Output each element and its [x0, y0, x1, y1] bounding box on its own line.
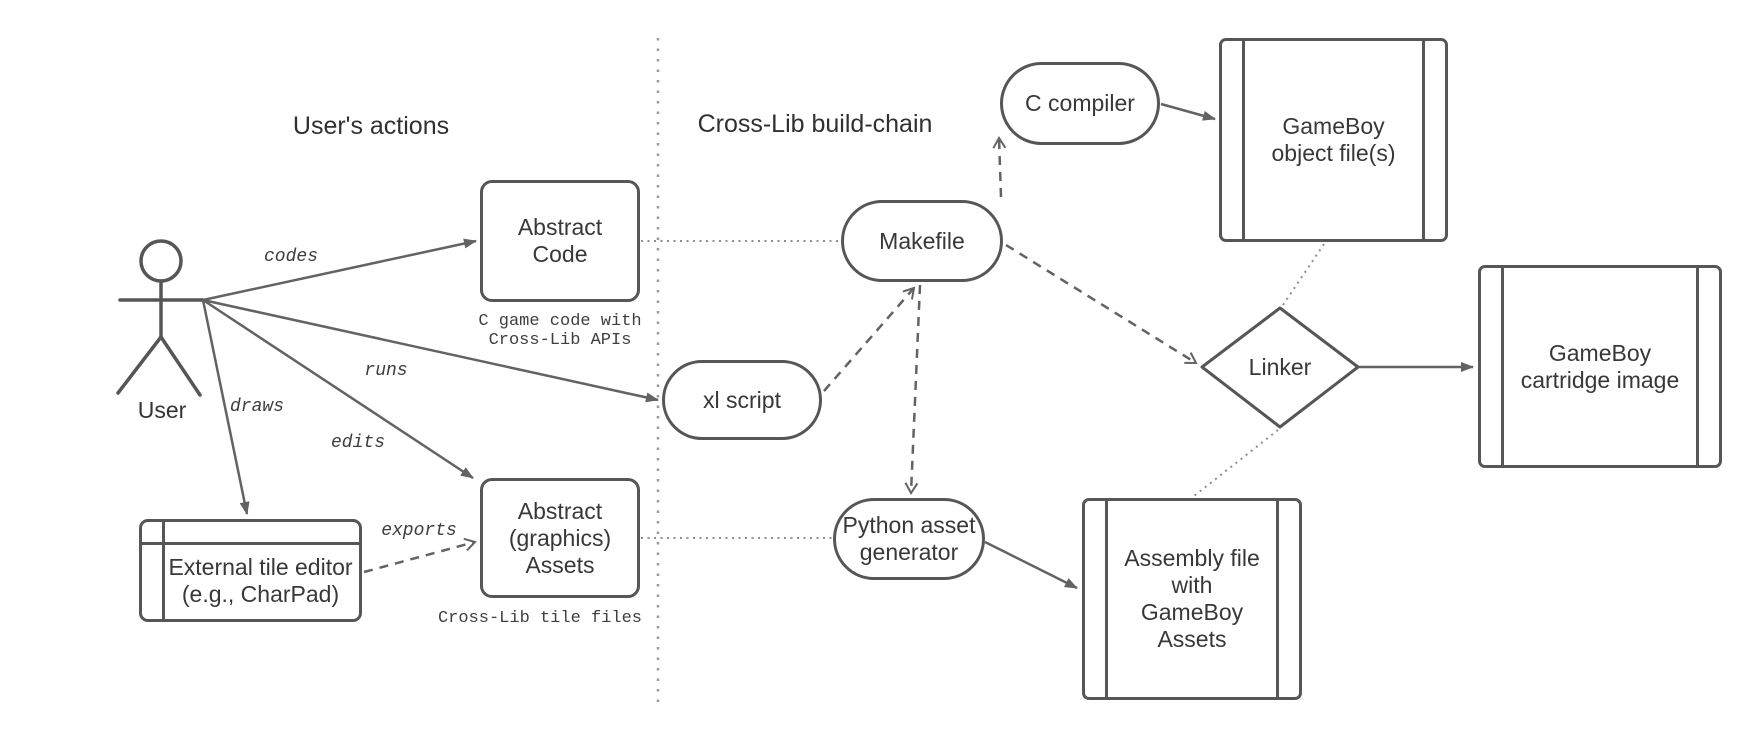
- actor-head: [139, 239, 183, 283]
- edge-codes: [202, 238, 477, 302]
- node-makefile: Makefile: [841, 200, 1003, 282]
- edge-generate: [984, 540, 1078, 590]
- edge-makefile-generator: [904, 284, 922, 495]
- edge-edits: [202, 298, 474, 480]
- node-c-compiler: C compiler: [1000, 62, 1160, 145]
- caption-abstract-assets: Cross-Lib tile files: [437, 609, 643, 628]
- assembly-file-label: Assembly file with GameBoy Assets: [1124, 545, 1260, 652]
- edge-label-codes: codes: [263, 247, 318, 267]
- edge-label-draws: draws: [229, 397, 284, 417]
- edge-runs: [202, 298, 659, 403]
- actor-label: User: [137, 397, 187, 423]
- edge-label-runs: runs: [364, 361, 408, 381]
- edge-draws: [201, 299, 250, 515]
- edge-exports: [363, 537, 477, 574]
- conn-linker-assembly: [1193, 429, 1279, 497]
- edge-xl-makefile: [823, 286, 916, 392]
- caption-abstract-code: C game code with Cross-Lib APIs: [478, 312, 642, 350]
- linker-label: Linker: [1248, 354, 1312, 380]
- edge-label-exports: exports: [381, 521, 457, 541]
- node-abstract-assets: Abstract (graphics) Assets: [480, 478, 640, 598]
- edge-compile: [1160, 102, 1216, 121]
- conn-objects-linker: [1282, 243, 1325, 306]
- linker-diamond-shape: [1200, 306, 1360, 429]
- actor-leg-right: [159, 335, 202, 397]
- cartridge-image-label: GameBoy cartridge image: [1520, 339, 1680, 393]
- tile-editor-label: External tile editor (e.g., CharPad): [168, 553, 353, 607]
- node-cartridge-image: GameBoy cartridge image: [1478, 265, 1722, 468]
- user-actor-figure: [116, 239, 205, 397]
- edge-makefile-compiler: [992, 136, 1007, 198]
- edge-label-edits: edits: [330, 433, 385, 453]
- section-title-user-actions: User's actions: [292, 112, 450, 140]
- node-assembly-file: Assembly file with GameBoy Assets: [1082, 498, 1302, 700]
- node-tile-editor: External tile editor (e.g., CharPad): [139, 519, 362, 622]
- object-files-label: GameBoy object file(s): [1271, 113, 1396, 166]
- section-title-build-chain: Cross-Lib build-chain: [697, 110, 933, 138]
- edge-makefile-linker: [1005, 243, 1198, 365]
- node-python-generator: Python asset generator: [833, 498, 985, 580]
- node-abstract-code: Abstract Code: [480, 180, 640, 302]
- node-object-files: GameBoy object file(s): [1219, 38, 1448, 242]
- node-xl-script: xl script: [662, 360, 822, 440]
- actor-leg-left: [116, 335, 163, 395]
